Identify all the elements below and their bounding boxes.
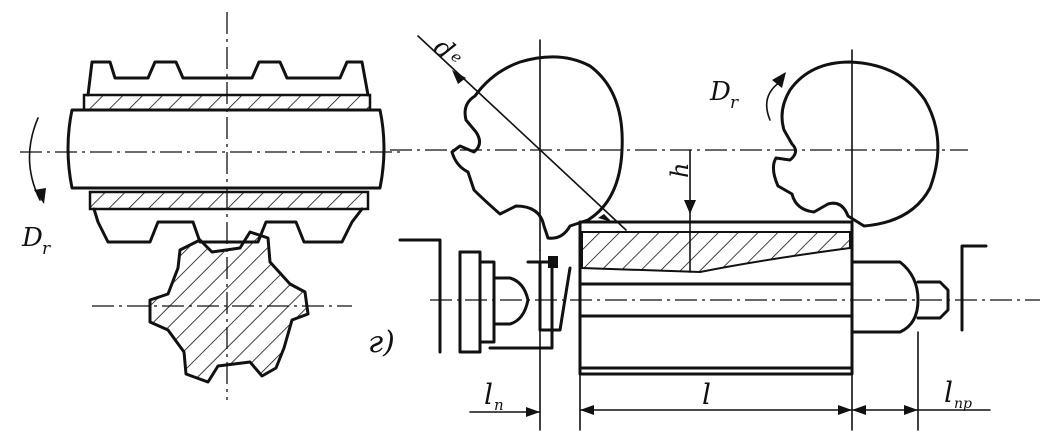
- diameter-leader-line: [417, 35, 627, 231]
- overrun-length-sub: пр: [954, 396, 972, 412]
- spline-shaft-section: [148, 230, 310, 384]
- figure-mark: г): [368, 325, 395, 360]
- faceplate-inner: [478, 260, 496, 344]
- driving-dog-clamp: [488, 260, 572, 350]
- dim-arrow-overrun-left: [852, 405, 866, 415]
- approach-length-sub: п: [494, 396, 504, 414]
- length-dimensions: l п l l пр: [469, 249, 991, 431]
- dim-arrow-approach: [526, 407, 540, 417]
- rotation-arrow-left: [28, 117, 41, 201]
- workpiece-cut-layer: [581, 231, 851, 274]
- disc-cutter-right: [771, 60, 940, 228]
- rotation-arrowhead-left: [34, 188, 46, 204]
- tailstock-center: [850, 260, 950, 334]
- headstock-bracket: [398, 238, 442, 354]
- hob-top-teeth: [86, 60, 370, 97]
- diameter-arrowhead-bottom: [598, 214, 612, 222]
- dim-arrow-overrun-right: [904, 405, 918, 415]
- faceplate-outer: [458, 250, 482, 354]
- hob-bottom-hatched-band: [88, 190, 370, 211]
- hob-bottom-teeth: [92, 207, 364, 244]
- milling-setup-right: D r d e h: [390, 32, 1040, 376]
- depth-arrowhead: [684, 200, 696, 214]
- hob-top-hatched-band: [82, 93, 372, 112]
- workpiece-body: [578, 220, 854, 376]
- diameter-arrowhead-top: [452, 70, 466, 84]
- rotation-arrowhead-right: [772, 72, 786, 88]
- approach-length-label: l: [484, 378, 493, 411]
- hob-assembly-left: D r: [20, 12, 402, 400]
- cut-length-label: l: [702, 378, 711, 411]
- rotation-label-right: D: [709, 77, 731, 107]
- rotation-label-left: D: [21, 223, 43, 253]
- hob-core-cylinder: [66, 108, 386, 190]
- tailstock-bracket: [960, 244, 988, 332]
- dim-arrow-cut-right: [838, 405, 852, 415]
- dim-arrow-cut-left: [580, 405, 594, 415]
- rotation-sub-right: r: [730, 93, 739, 113]
- depth-label: h: [666, 163, 694, 178]
- rotation-arrow-right: [765, 81, 781, 121]
- clamp-screw: [548, 256, 558, 268]
- rotation-sub-left: r: [42, 239, 51, 259]
- driving-dog-body: [492, 276, 530, 326]
- overrun-length-label: l: [944, 376, 953, 409]
- disc-cutter-left: [450, 55, 624, 240]
